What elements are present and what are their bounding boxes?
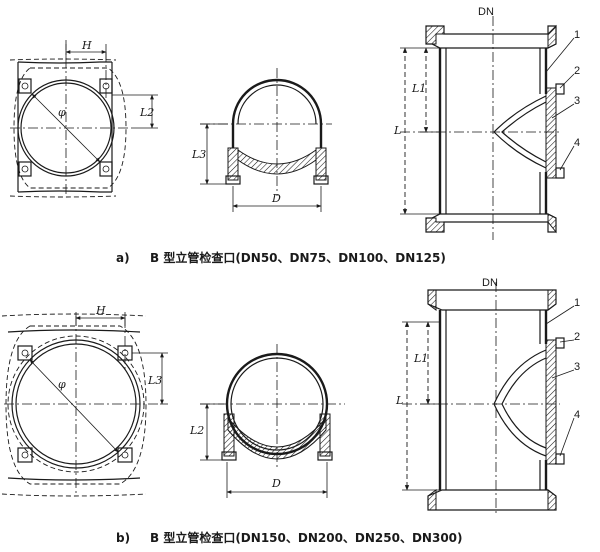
label-L-b: L bbox=[395, 394, 403, 407]
part-1: 1 bbox=[574, 29, 580, 41]
label-L3: L3 bbox=[191, 148, 206, 161]
figure-a-caption: B 型立管检查口(DN50、DN75、DN100、DN125) bbox=[150, 250, 446, 265]
part-3-b: 3 bbox=[574, 361, 580, 373]
figure-b-front-view: φ H L3 bbox=[1, 304, 168, 497]
part-1-b: 1 bbox=[574, 297, 580, 309]
label-H-b: H bbox=[95, 304, 106, 317]
label-phi-b: φ bbox=[58, 378, 66, 391]
label-L: L bbox=[393, 124, 401, 137]
label-H: H bbox=[81, 39, 92, 52]
label-D-b: D bbox=[271, 477, 281, 490]
figure-a-section-view: L3 D bbox=[191, 68, 332, 212]
part-4: 4 bbox=[574, 137, 580, 149]
label-D: D bbox=[271, 192, 281, 205]
part-2-b: 2 bbox=[574, 331, 580, 343]
figure-b-section-view: L2 D bbox=[189, 344, 345, 498]
label-phi: φ bbox=[58, 106, 66, 119]
label-L2: L2 bbox=[139, 106, 154, 119]
label-DN: DN bbox=[478, 6, 494, 18]
label-L3-b: L3 bbox=[147, 374, 162, 387]
figure-b-pipe-view: DN L L1 1 2 3 4 bbox=[395, 277, 580, 516]
figure-a-front-view: φ H L2 bbox=[9, 39, 158, 198]
label-DN-b: DN bbox=[482, 277, 498, 289]
figure-b-prefix: b) bbox=[116, 531, 130, 545]
figure-a-pipe-view: DN L L1 1 2 3 4 bbox=[393, 6, 580, 240]
label-L1: L1 bbox=[411, 82, 426, 95]
figure-a: φ H L2 bbox=[9, 6, 580, 265]
label-L2-b: L2 bbox=[189, 424, 204, 437]
label-L1-b: L1 bbox=[413, 352, 428, 365]
part-3: 3 bbox=[574, 95, 580, 107]
figure-b-caption: B 型立管检查口(DN150、DN200、DN250、DN300) bbox=[150, 530, 463, 545]
part-2: 2 bbox=[574, 65, 580, 77]
figure-b: φ H L3 L2 bbox=[1, 277, 580, 545]
figure-a-prefix: a) bbox=[116, 251, 130, 265]
part-4-b: 4 bbox=[574, 409, 580, 421]
